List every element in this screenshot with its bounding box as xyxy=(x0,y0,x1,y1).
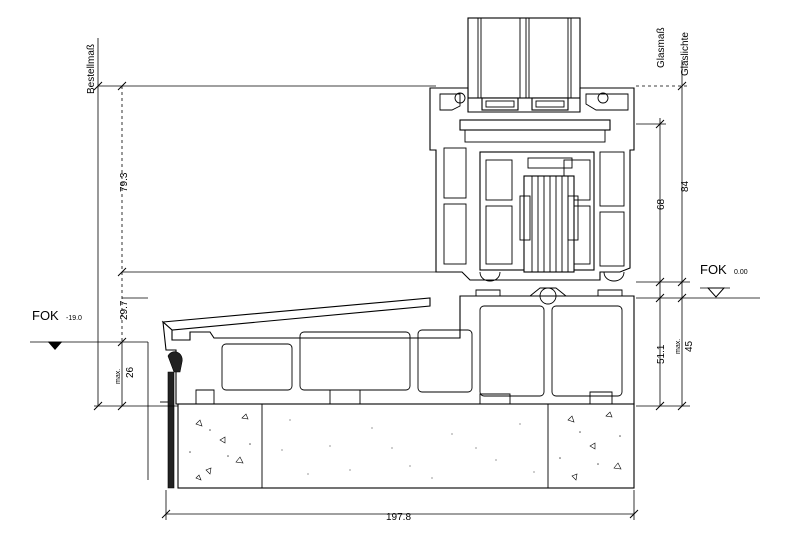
dim-79-3: 79.3 xyxy=(119,172,130,192)
sash-profile xyxy=(429,87,635,282)
fok-left-label: FOK xyxy=(32,308,59,323)
dim-51-1: 51.1 xyxy=(656,344,667,364)
label-glaslichte: Glaslichte xyxy=(680,32,691,76)
dimension-labels: Bestellmaß Glasmaß Glaslichte 79.3 29.7 … xyxy=(32,27,748,523)
threshold-profile xyxy=(161,287,635,405)
label-glasmass: Glasmaß xyxy=(656,27,667,68)
glass-unit xyxy=(467,17,581,111)
dim-26: 26 xyxy=(125,366,136,378)
dim-max-left: max. xyxy=(115,369,122,384)
fok-right-level: 0.00 xyxy=(734,269,748,276)
dim-max-right: max. xyxy=(675,339,682,354)
dim-84: 84 xyxy=(680,180,691,192)
fok-left-level: -19.0 xyxy=(66,315,82,322)
label-bestellmass: Bestellmaß xyxy=(86,44,97,94)
dim-68: 68 xyxy=(656,198,667,210)
dim-45: 45 xyxy=(684,340,695,352)
dim-29-7: 29.7 xyxy=(119,300,130,320)
dim-197-8: 197.8 xyxy=(386,512,411,523)
dimension-lines xyxy=(30,38,760,520)
concrete-base xyxy=(160,371,635,489)
fok-right-label: FOK xyxy=(700,262,727,277)
